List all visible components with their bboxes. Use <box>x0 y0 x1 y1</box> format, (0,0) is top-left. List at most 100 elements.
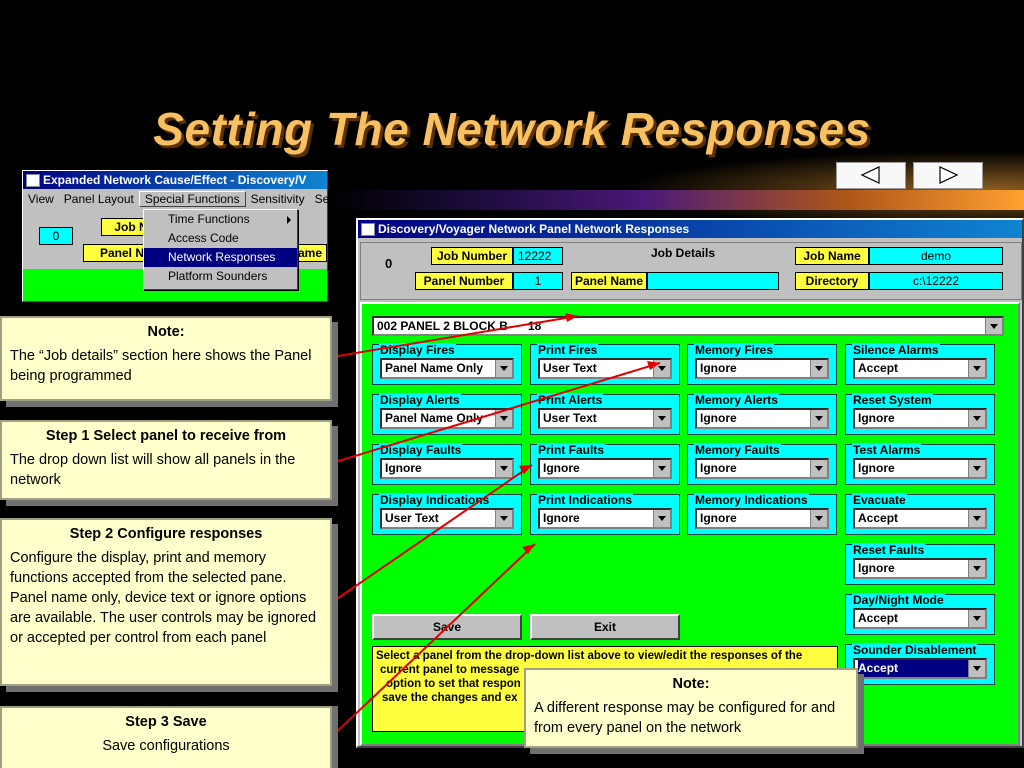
reset-system-dropdown[interactable]: Ignore <box>853 408 987 429</box>
dropdown-arrow-icon <box>495 510 512 527</box>
cause-effect-title: Expanded Network Cause/Effect - Discover… <box>43 173 307 187</box>
network-responses-titlebar: Discovery/Voyager Network Panel Network … <box>358 220 1022 238</box>
dropdown-value: Accept <box>858 611 899 625</box>
group-label: Display Fires <box>379 343 456 357</box>
dropdown-arrow-icon <box>968 460 985 477</box>
dropdown-value: Ignore <box>385 461 422 475</box>
menu-item-time-functions[interactable]: Time Functions <box>144 210 297 229</box>
dropdown-value: Panel Name Only <box>385 361 484 375</box>
group-label: Print Indications <box>537 493 634 507</box>
dropdown-arrow-icon <box>968 660 985 677</box>
display-alerts-dropdown[interactable]: Panel Name Only <box>380 408 514 429</box>
directory-field: c:\12222 <box>869 272 1003 290</box>
dropdown-arrow-icon <box>495 410 512 427</box>
note-step-1: Step 1 Select panel to receive from The … <box>0 420 332 500</box>
group-label: Print Alerts <box>537 393 604 407</box>
memory-faults-dropdown[interactable]: Ignore <box>695 458 829 479</box>
group-label: Test Alarms <box>852 443 922 457</box>
exit-button[interactable]: Exit <box>530 614 680 640</box>
silence-alarms-dropdown[interactable]: Accept <box>853 358 987 379</box>
menu-item-access-code[interactable]: Access Code <box>144 229 297 248</box>
menu-item-platform-sounders[interactable]: Platform Sounders <box>144 267 297 286</box>
menu-panel-layout[interactable]: Panel Layout <box>63 192 134 206</box>
test-alarms-dropdown[interactable]: Ignore <box>853 458 987 479</box>
dropdown-arrow-icon <box>985 318 1002 334</box>
menu-special-functions[interactable]: Special Functions <box>138 191 246 207</box>
save-button[interactable]: Save <box>372 614 522 640</box>
memory-fires-dropdown[interactable]: Ignore <box>695 358 829 379</box>
panel-name-field <box>647 272 779 290</box>
dropdown-arrow-icon <box>653 360 670 377</box>
window-icon <box>361 223 375 236</box>
cause-effect-titlebar: Expanded Network Cause/Effect - Discover… <box>23 171 327 189</box>
menu-sensitivity[interactable]: Sensitivity <box>250 192 305 206</box>
submenu-arrow-icon <box>287 216 291 224</box>
note-heading: Step 1 Select panel to receive from <box>45 428 287 444</box>
job-name-field: demo <box>869 247 1003 265</box>
group-label: Day/Night Mode <box>852 593 945 607</box>
print-indications-dropdown[interactable]: Ignore <box>538 508 672 529</box>
group-label: Sounder Disablement <box>852 643 978 657</box>
menu-item-network-responses[interactable]: Network Responses <box>144 248 297 267</box>
note-body: Save configurations <box>102 738 230 754</box>
dropdown-arrow-icon <box>495 460 512 477</box>
next-arrow-icon <box>939 166 959 184</box>
next-slide-button[interactable] <box>913 162 983 189</box>
slide-title: Setting The Network Responses <box>153 103 871 155</box>
display-indications-dropdown[interactable]: User Text <box>380 508 514 529</box>
job-number-field: 12222 <box>513 247 563 265</box>
print-fires-dropdown[interactable]: User Text <box>538 358 672 379</box>
job-counter: 0 <box>385 256 393 271</box>
memory-indications-dropdown[interactable]: Ignore <box>695 508 829 529</box>
panel-select-dropdown[interactable]: 002 PANEL 2 BLOCK B 18 <box>372 316 1004 336</box>
dropdown-arrow-icon <box>653 510 670 527</box>
reset-faults-dropdown[interactable]: Ignore <box>853 558 987 579</box>
print-faults-dropdown[interactable]: Ignore <box>538 458 672 479</box>
cause-effect-counter: 0 <box>39 227 73 245</box>
decorative-band <box>330 190 1024 210</box>
print-alerts-dropdown[interactable]: User Text <box>538 408 672 429</box>
dropdown-value: Ignore <box>700 461 737 475</box>
prev-slide-button[interactable] <box>836 162 906 189</box>
memory-alerts-dropdown[interactable]: Ignore <box>695 408 829 429</box>
note-body: A different response may be configured f… <box>534 700 836 736</box>
group-label: Display Alerts <box>379 393 461 407</box>
network-responses-title: Discovery/Voyager Network Panel Network … <box>378 222 690 236</box>
note-heading: Step 2 Configure responses <box>69 526 263 542</box>
group-label: Display Indications <box>379 493 491 507</box>
group-label: Reset Faults <box>852 543 926 557</box>
group-label: Evacuate <box>852 493 907 507</box>
sounder-disablement-dropdown[interactable]: Accept <box>853 658 987 679</box>
group-label: Memory Fires <box>694 343 775 357</box>
evacuate-dropdown[interactable]: Accept <box>853 508 987 529</box>
menu-se[interactable]: Se <box>314 192 330 206</box>
cause-effect-menubar: View Panel Layout Special Functions Sensiti… <box>23 189 329 209</box>
dropdown-arrow-icon <box>968 560 985 577</box>
dropdown-value: User Text <box>543 361 597 375</box>
help-line: Select a panel from the drop-down list a… <box>376 650 803 662</box>
dropdown-value: User Text <box>543 411 597 425</box>
dropdown-value: Ignore <box>700 411 737 425</box>
day-night-mode-dropdown[interactable]: Accept <box>853 608 987 629</box>
dropdown-value: Ignore <box>543 511 580 525</box>
job-details-section: 0 Job Details Job Number 12222 Job Name … <box>360 242 1022 300</box>
dropdown-value: Accept <box>858 660 968 677</box>
dropdown-value: Accept <box>858 361 899 375</box>
note-step-2: Step 2 Configure responses Configure the… <box>0 518 332 686</box>
job-number-label: Job Number <box>431 247 513 265</box>
special-functions-menu: Time Functions Access Code Network Respo… <box>143 209 298 290</box>
display-faults-dropdown[interactable]: Ignore <box>380 458 514 479</box>
dropdown-arrow-icon <box>810 510 827 527</box>
menu-view[interactable]: View <box>28 192 54 206</box>
display-fires-dropdown[interactable]: Panel Name Only <box>380 358 514 379</box>
dropdown-arrow-icon <box>653 460 670 477</box>
